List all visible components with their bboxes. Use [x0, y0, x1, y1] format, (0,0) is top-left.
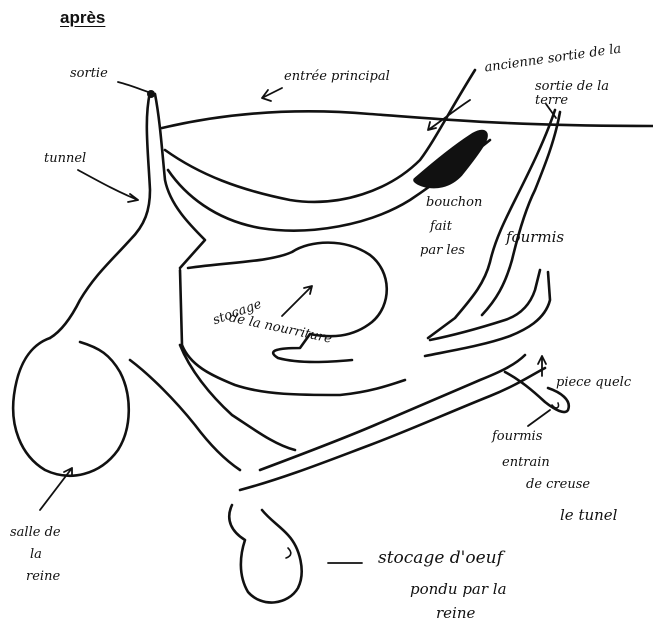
plug-mass — [414, 130, 488, 188]
label-salle-reine-2: la — [30, 548, 42, 562]
ground-surface-line — [162, 111, 653, 128]
lower-tunnel-c — [260, 355, 525, 470]
label-bouchon-1: bouchon — [426, 196, 482, 210]
label-stockage-oeuf-3: reine — [436, 606, 475, 622]
label-fourmis-creuse-3: de creuse — [526, 478, 590, 492]
queen-room — [13, 338, 129, 476]
label-stockage-oeuf-1: stocage d'oeuf — [378, 550, 503, 568]
arrow-diggers — [528, 410, 550, 426]
label-stockage-oeuf-2: pondu par la — [410, 582, 507, 598]
arrow-piece — [538, 356, 546, 376]
label-salle-reine-1: salle de — [10, 526, 61, 540]
label-fourmis-creuse-1: fourmis — [492, 430, 542, 444]
arrow-ancienne-sortie — [428, 100, 470, 130]
label-bouchon-2: fait — [430, 220, 452, 234]
label-sortie: sortie — [70, 67, 108, 81]
arrow-tunnel — [78, 170, 138, 202]
arrow-food — [282, 286, 312, 316]
arrow-entree — [262, 88, 282, 101]
food-storage-chamber — [188, 243, 387, 362]
label-fourmis-creuse-4: le tunel — [560, 508, 617, 524]
label-salle-reine-3: reine — [26, 570, 60, 584]
label-bouchon-3: par les — [420, 244, 465, 258]
main-tunnel-left-wall — [50, 92, 150, 338]
arrow-sortie — [118, 82, 148, 92]
lower-tunnel-b — [180, 345, 295, 450]
label-fourmis-creuse-2: entrain — [502, 456, 550, 470]
label-sortie-terre: sortie de la terre — [535, 80, 610, 107]
diggers-tunnel-inner — [552, 403, 559, 408]
egg-storage-feature — [286, 548, 291, 558]
label-fourmis: fourmis — [506, 230, 564, 246]
label-entree-principal: entrée principal — [284, 70, 390, 84]
label-piece: piece quelc — [556, 376, 631, 390]
lower-tunnel-a — [130, 360, 240, 470]
branch-tunnel-lower — [425, 272, 550, 356]
label-tunnel: tunnel — [44, 152, 86, 166]
